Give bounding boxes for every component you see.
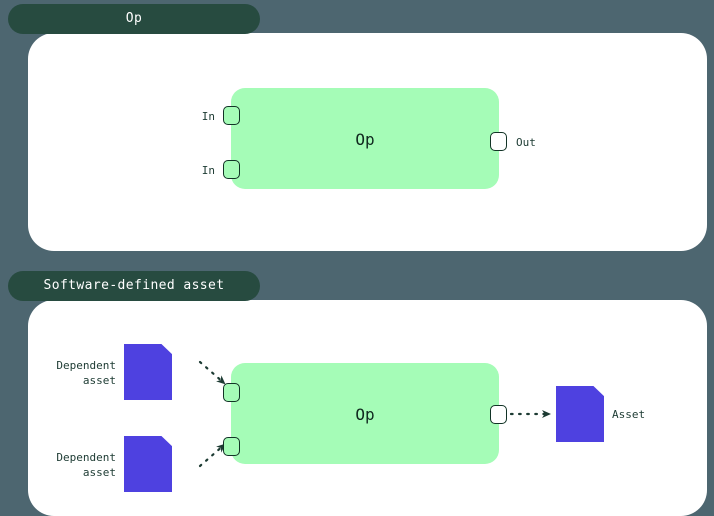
dependent-asset-2-icon[interactable] bbox=[124, 436, 172, 492]
panel-tab-software-defined-asset[interactable]: Software-defined asset bbox=[8, 271, 260, 301]
output-asset-icon[interactable] bbox=[556, 386, 604, 442]
op-input-port-2[interactable] bbox=[223, 437, 240, 456]
op-node[interactable]: Op bbox=[231, 88, 499, 189]
edge-dependent-asset-1 bbox=[198, 360, 226, 385]
output-asset-label: Asset bbox=[612, 408, 646, 421]
op-input-port-1[interactable] bbox=[223, 383, 240, 402]
op-output-port-1-label: Out bbox=[516, 136, 536, 149]
panel-card-software-defined-asset: Op Dependent asset Dependent asset Asset bbox=[28, 300, 707, 516]
dependent-asset-2-label: Dependent asset bbox=[56, 451, 116, 479]
op-node-label: Op bbox=[355, 405, 375, 424]
op-input-port-1-label: In bbox=[201, 110, 215, 123]
dependent-asset-1-icon[interactable] bbox=[124, 344, 172, 400]
panel-card-op: Op In In Out bbox=[28, 33, 707, 251]
op-node[interactable]: Op bbox=[231, 363, 499, 464]
op-node-label: Op bbox=[355, 130, 375, 149]
edge-dependent-asset-2 bbox=[198, 443, 226, 468]
op-output-port-1[interactable] bbox=[490, 132, 507, 151]
op-input-port-1[interactable] bbox=[223, 106, 240, 125]
dependent-asset-1-label: Dependent asset bbox=[56, 359, 116, 387]
op-input-port-2[interactable] bbox=[223, 160, 240, 179]
op-output-port-1[interactable] bbox=[490, 405, 507, 424]
panel-tab-op[interactable]: Op bbox=[8, 4, 260, 34]
op-input-port-2-label: In bbox=[201, 164, 215, 177]
